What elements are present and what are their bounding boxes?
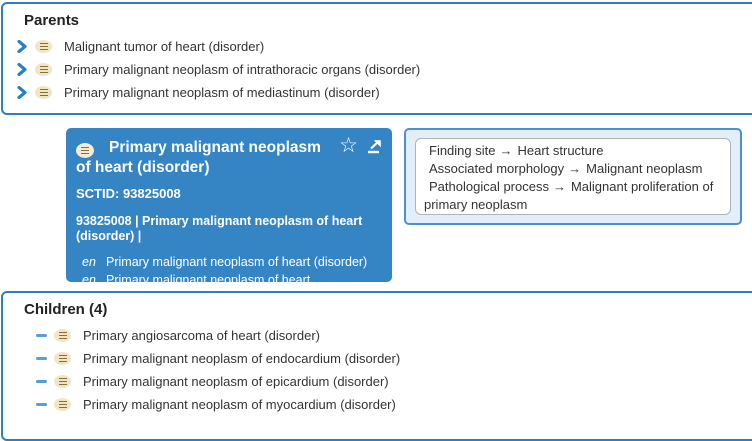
child-concept-link[interactable]: Primary malignant neoplasm of epicardium… [83,374,389,389]
defining-relationships: Finding site→Heart structure Associated … [415,138,731,215]
relationships-panel: Finding site→Heart structure Associated … [404,128,742,225]
collapse-minus-icon[interactable] [34,375,48,389]
child-row: Primary malignant neoplasm of myocardium… [3,393,752,416]
collapse-minus-icon[interactable] [34,329,48,343]
concept-icon [54,329,71,342]
language-code: en [82,255,96,269]
expand-chevron-icon[interactable] [15,86,29,100]
description-term: Primary malignant neoplasm of heart [106,273,311,287]
child-row: Primary malignant neoplasm of endocardiu… [3,347,752,370]
collapse-minus-icon[interactable] [34,352,48,366]
concept-title: Primary malignant neoplasm of heart (dis… [76,138,382,178]
concept-title-text: Primary malignant neoplasm of heart (dis… [76,139,321,176]
concept-card: Primary malignant neoplasm of heart (dis… [66,128,392,287]
description-list: en Primary malignant neoplasm of heart (… [76,255,382,287]
relationship-attribute: Associated morphology [429,161,565,176]
favorite-star-icon[interactable]: ☆ [339,134,358,157]
parent-concept-link[interactable]: Primary malignant neoplasm of intrathora… [64,62,421,77]
relationship-row: Associated morphology→ Malignant neoplasm [424,160,722,178]
collapse-minus-icon[interactable] [34,398,48,412]
child-row: Primary angiosarcoma of heart (disorder) [3,324,752,347]
open-in-taxonomy-icon[interactable] [367,139,382,154]
concept-icon [35,63,52,76]
expand-chevron-icon[interactable] [15,40,29,54]
parent-concept-link[interactable]: Primary malignant neoplasm of mediastinu… [64,85,380,100]
relationship-target: Malignant proliferation of primary neopl… [424,179,714,212]
relationship-attribute: Pathological process [429,179,549,194]
parent-concept-link[interactable]: Malignant tumor of heart (disorder) [64,39,265,54]
child-row: Primary malignant neoplasm of epicardium… [3,370,752,393]
parent-row: Primary malignant neoplasm of intrathora… [3,58,752,81]
arrow-right-icon: → [552,179,566,194]
language-code: en [82,273,96,287]
relationship-row: Pathological process→Malignant prolifera… [424,178,722,214]
description-row: en Primary malignant neoplasm of heart [82,273,382,287]
child-concept-link[interactable]: Primary malignant neoplasm of myocardium… [83,397,396,412]
concept-icon [54,375,71,388]
description-row: en Primary malignant neoplasm of heart (… [82,255,382,269]
sctid-value: SCTID: 93825008 [76,186,181,201]
concept-icon [35,40,52,53]
arrow-right-icon: → [568,161,582,176]
expand-chevron-icon[interactable] [15,63,29,77]
children-panel: Children (4) Primary angiosarcoma of hea… [1,291,752,441]
children-title: Children (4) [24,301,108,318]
child-concept-link[interactable]: Primary malignant neoplasm of endocardiu… [83,351,401,366]
parent-row: Malignant tumor of heart (disorder) [3,35,752,58]
parents-panel: Parents Malignant tumor of heart (disord… [1,2,752,115]
relationship-target: Heart structure [517,143,604,158]
relationship-row: Finding site→ Heart structure [424,142,722,160]
arrow-right-icon: → [499,143,513,158]
parent-row: Primary malignant neoplasm of mediastinu… [3,81,752,104]
fully-specified-name: 93825008 | Primary malignant neoplasm of… [76,214,363,243]
concept-icon [76,143,94,158]
child-concept-link[interactable]: Primary angiosarcoma of heart (disorder) [83,328,320,343]
relationship-target: Malignant neoplasm [586,161,703,176]
concept-icon [35,86,52,99]
concept-icon [54,398,71,411]
description-term: Primary malignant neoplasm of heart (dis… [106,255,368,269]
parents-title: Parents [24,12,80,29]
concept-icon [54,352,71,365]
relationship-attribute: Finding site [429,143,496,158]
